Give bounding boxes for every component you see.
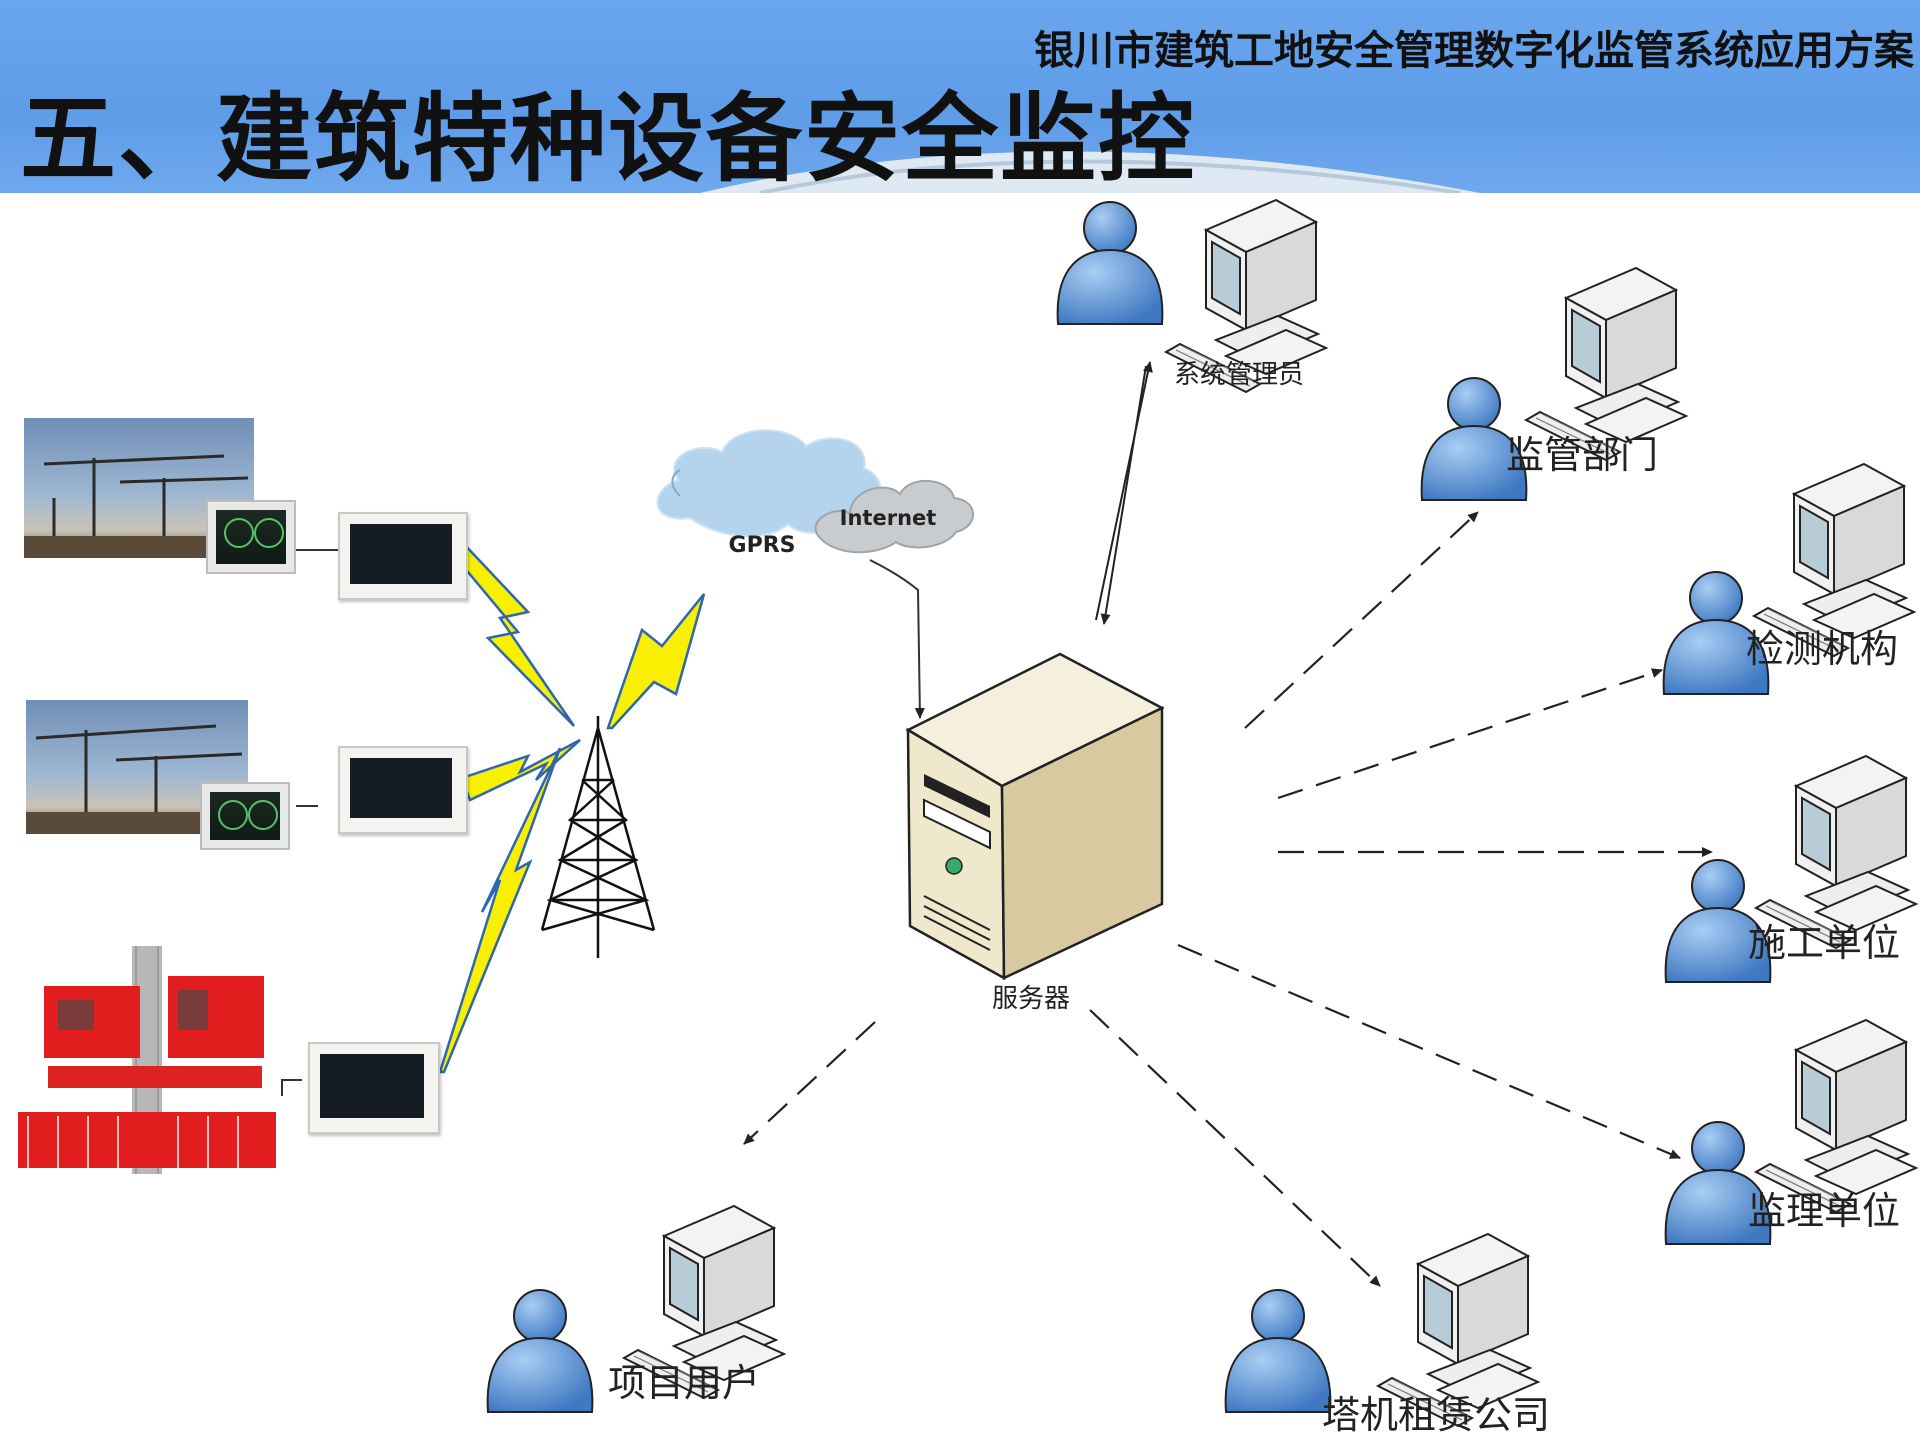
user-icon [1056, 201, 1164, 325]
supervision-label: 监管部门 [1506, 433, 1659, 477]
lightning-icon [456, 539, 576, 727]
lightning-icon [438, 747, 562, 1074]
header-swoosh [700, 151, 1480, 193]
page-subtitle: 银川市建筑工地安全管理数字化监管系统应用方案 [1034, 28, 1914, 74]
arrow-to-supervisor-unit [1177, 943, 1681, 1160]
monitor-device [338, 746, 468, 834]
lightning-icons [438, 539, 706, 1074]
monitor-device [338, 512, 468, 600]
elevator-photo [18, 946, 278, 1174]
project-user-label: 项目用户 [608, 1361, 761, 1405]
antenna-tower-icon [540, 716, 656, 958]
cloud-icon [656, 429, 974, 554]
page-title: 五、建筑特种设备安全监控 [20, 83, 1196, 193]
monitor-device [200, 782, 290, 850]
lightning-icon [606, 593, 706, 730]
construction-label: 施工单位 [1748, 921, 1901, 965]
crane-rental-label: 塔机租赁公司 [1322, 1393, 1551, 1437]
testing-label: 检测机构 [1746, 627, 1899, 671]
computer-icon [1755, 1019, 1917, 1213]
arrow-to-supervision [1244, 511, 1479, 729]
monitor-device [308, 1042, 440, 1134]
supervisor-unit-label: 监理单位 [1748, 1189, 1901, 1233]
user-icon [1224, 1289, 1332, 1413]
internet-server-link [869, 559, 925, 719]
gprs-label: GPRS [729, 533, 796, 558]
header-banner: 银川市建筑工地安全管理数字化监管系统应用方案 五、建筑特种设备安全监控 [0, 0, 1920, 193]
user-icon [486, 1289, 594, 1413]
monitor-device [206, 500, 296, 574]
admin-server-link [1095, 361, 1153, 625]
device-connectors [281, 549, 338, 1096]
arrow-to-project-user [743, 1021, 876, 1145]
arrow-to-testing [1277, 668, 1663, 800]
lightning-icon [460, 738, 581, 802]
server-distribution-arrows [743, 511, 1713, 1287]
admin-label: 系统管理员 [1174, 360, 1305, 390]
internet-label: Internet [840, 506, 937, 530]
arrow-to-crane-rental [1089, 1009, 1381, 1287]
computer-icon [1525, 267, 1687, 461]
server-label: 服务器 [992, 984, 1071, 1014]
computer-icon [1755, 755, 1917, 949]
